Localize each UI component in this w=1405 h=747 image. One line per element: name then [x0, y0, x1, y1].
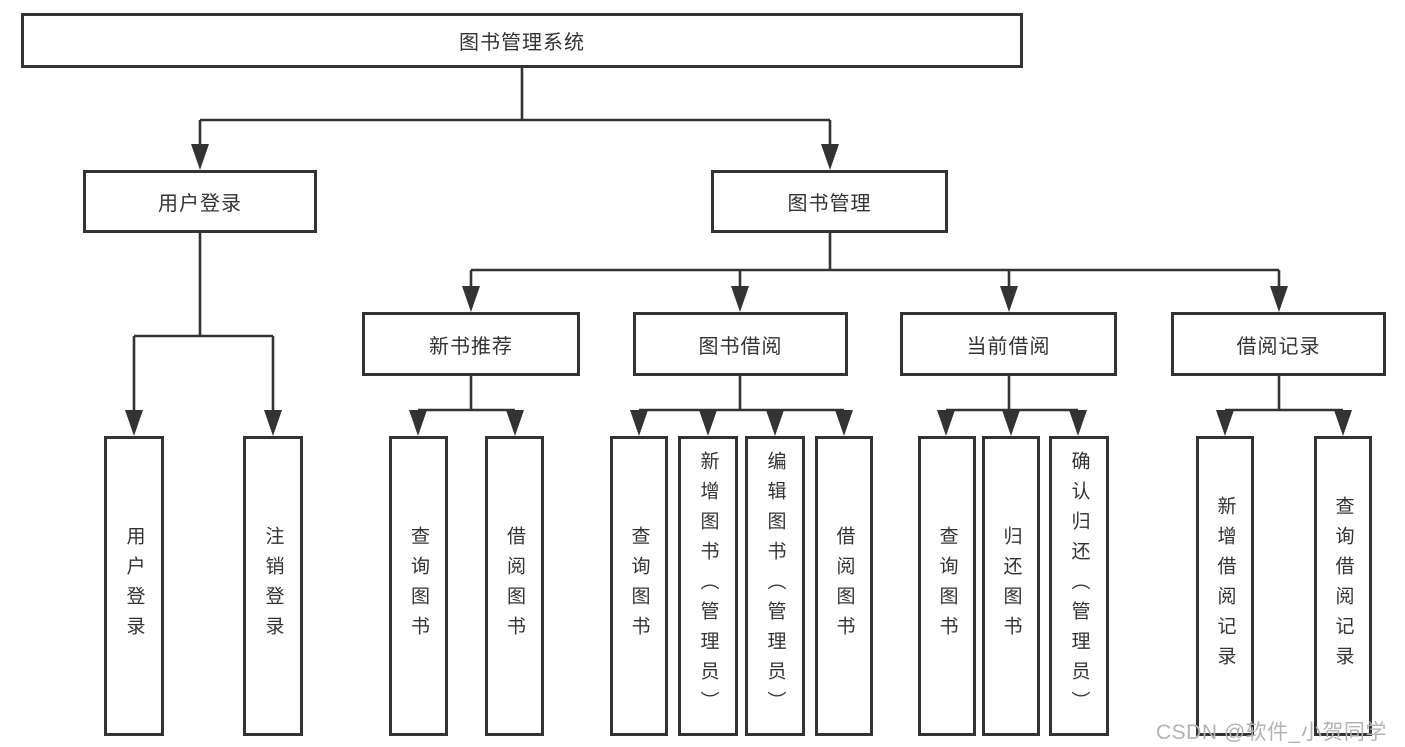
node-new-book-recommend: 新书推荐 [362, 312, 580, 376]
node-user-login: 用户登录 [83, 170, 317, 233]
leaf-logout: 注销登录 [243, 436, 303, 736]
leaf-label: 确认归还（管理员） [1068, 451, 1090, 721]
leaf-query-books: 查询图书 [610, 436, 668, 736]
leaf-query-borrow-record: 查询借阅记录 [1314, 436, 1372, 736]
node-label: 图书管理 [787, 193, 872, 215]
node-current-borrow: 当前借阅 [900, 312, 1117, 376]
leaf-label: 查询借阅记录 [1332, 496, 1354, 676]
leaf-edit-books-admin: 编辑图书（管理员） [745, 436, 805, 736]
leaf-label: 查询图书 [408, 526, 429, 646]
leaf-return-books: 归还图书 [982, 436, 1040, 736]
leaf-label: 新增借阅记录 [1214, 496, 1236, 676]
node-book-management: 图书管理 [711, 170, 948, 233]
leaf-borrow-books: 借阅图书 [485, 436, 544, 736]
node-label: 借阅记录 [1236, 335, 1321, 358]
leaf-label: 注销登录 [262, 526, 284, 646]
leaf-add-books-admin: 新增图书（管理员） [678, 436, 738, 736]
leaf-label: 借阅图书 [504, 526, 525, 646]
leaf-label: 查询图书 [936, 526, 958, 646]
node-label: 图书借阅 [698, 335, 783, 358]
node-borrow-records: 借阅记录 [1171, 312, 1386, 376]
leaf-confirm-return-admin: 确认归还（管理员） [1049, 436, 1109, 736]
arrowhead-icons [125, 144, 1352, 436]
leaf-label: 编辑图书（管理员） [764, 451, 786, 721]
leaf-user-login: 用户登录 [104, 436, 164, 736]
node-root-system: 图书管理系统 [21, 13, 1023, 68]
leaf-query-books: 查询图书 [918, 436, 976, 736]
node-label: 用户登录 [158, 193, 242, 215]
csdn-watermark: CSDN @软件_小贺同学 [1156, 721, 1387, 744]
leaf-add-borrow-record: 新增借阅记录 [1196, 436, 1254, 736]
node-label: 新书推荐 [429, 335, 513, 358]
leaf-borrow-books: 借阅图书 [815, 436, 873, 736]
node-root-label: 图书管理系统 [459, 32, 585, 54]
node-label: 当前借阅 [966, 335, 1051, 358]
leaf-label: 借阅图书 [833, 526, 855, 646]
leaf-label: 用户登录 [123, 526, 145, 646]
leaf-label: 归还图书 [1000, 526, 1022, 646]
leaf-label: 查询图书 [628, 526, 650, 646]
node-book-borrow: 图书借阅 [633, 312, 848, 376]
leaf-query-books: 查询图书 [389, 436, 448, 736]
leaf-label: 新增图书（管理员） [697, 451, 719, 721]
